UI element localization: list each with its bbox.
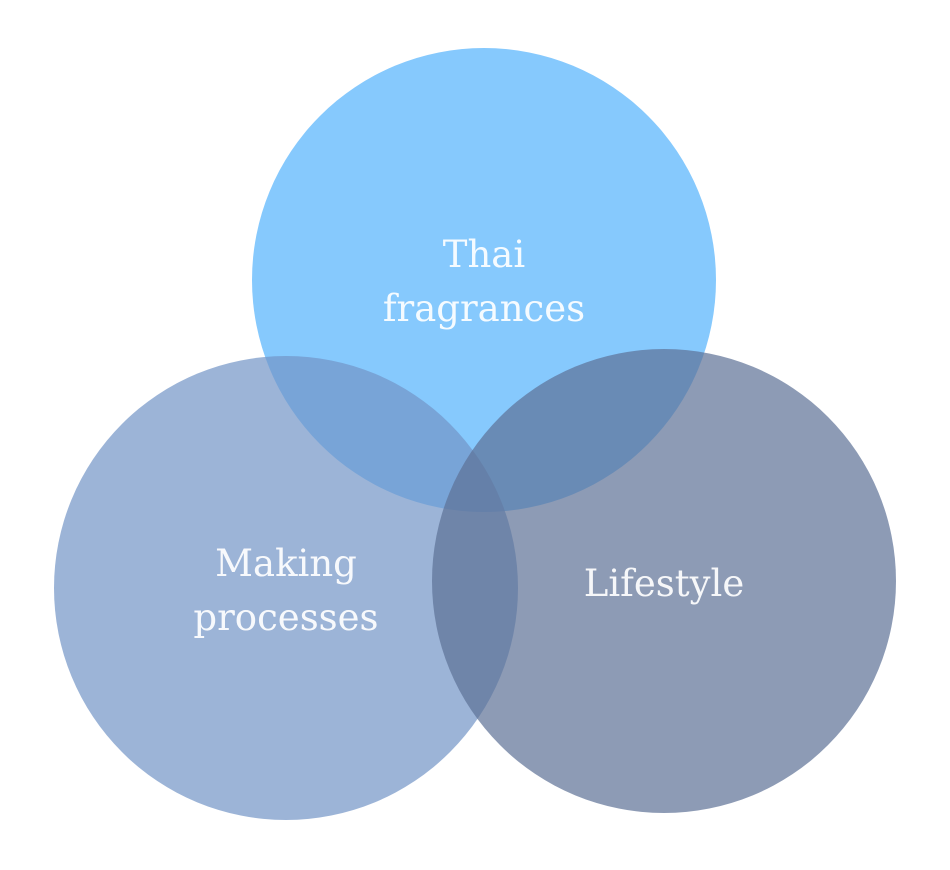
circle-making-processes bbox=[54, 356, 518, 820]
label-thai-fragrances-line2: fragrances bbox=[383, 287, 585, 330]
label-thai-fragrances-line1: Thai bbox=[443, 233, 525, 276]
label-making-processes-line1: Making bbox=[215, 542, 357, 585]
label-lifestyle: Lifestyle bbox=[584, 562, 744, 605]
label-making-processes-line2: processes bbox=[193, 596, 378, 639]
circle-lifestyle bbox=[432, 349, 896, 813]
